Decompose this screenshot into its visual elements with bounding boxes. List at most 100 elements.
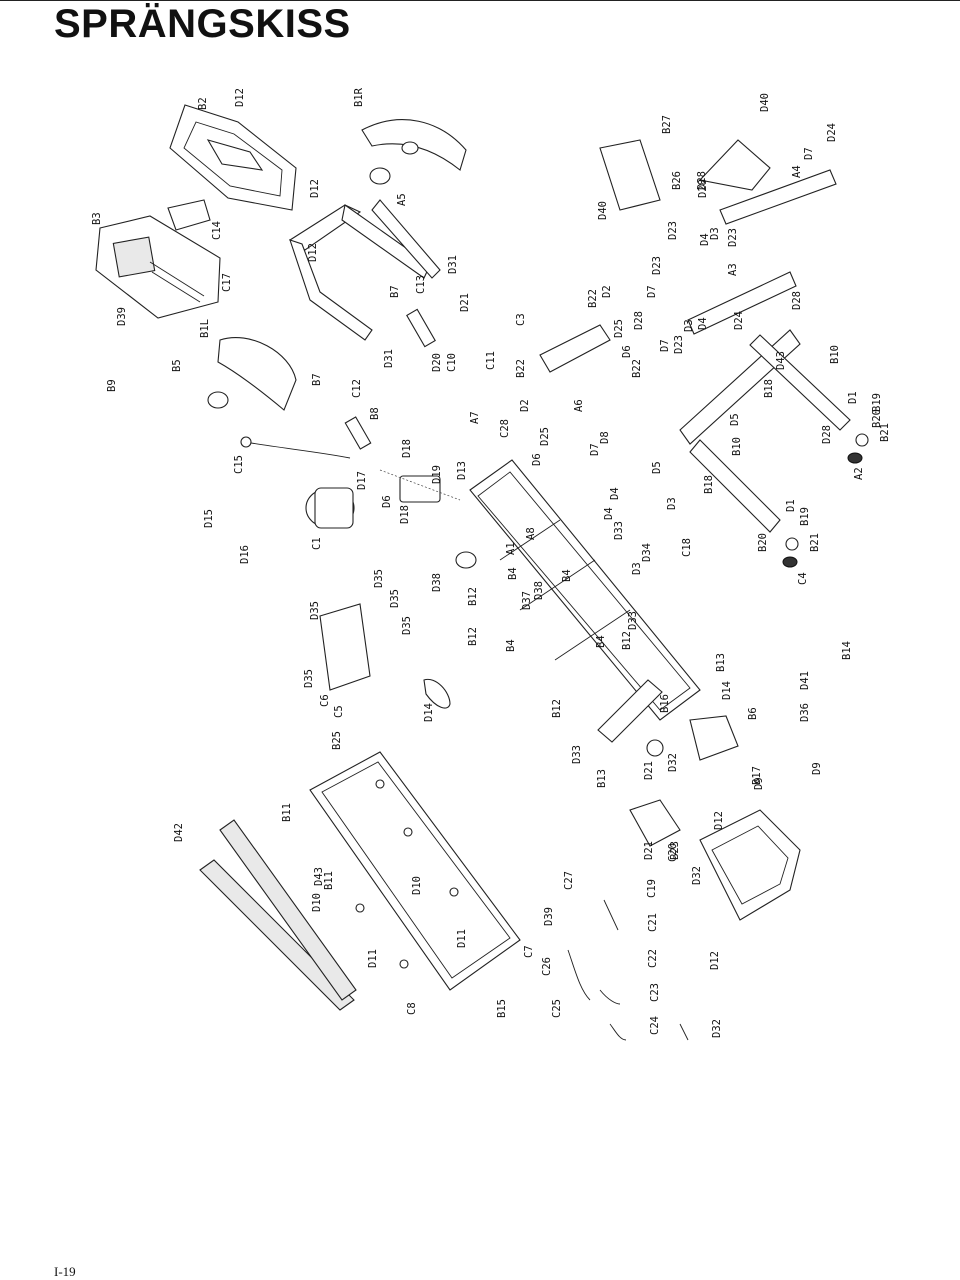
part-label: B5 xyxy=(171,359,183,372)
part-label: D23 xyxy=(651,256,663,275)
part-label: C4 xyxy=(797,572,809,585)
emergency-stop-part xyxy=(319,603,371,691)
part-label: B13 xyxy=(715,653,727,672)
part-label: C26 xyxy=(541,957,553,976)
part-label: D2 xyxy=(519,399,531,412)
part-label: D34 xyxy=(641,543,653,562)
part-label: D33 xyxy=(613,521,625,540)
part-label: D28 xyxy=(697,179,709,198)
part-label: D6 xyxy=(381,495,393,508)
part-label: B4 xyxy=(507,567,519,580)
part-label: C10 xyxy=(446,353,458,372)
part-label: A5 xyxy=(396,193,408,206)
part-label: D17 xyxy=(356,471,368,490)
console-frame-part xyxy=(169,104,297,211)
part-label: D32 xyxy=(711,1019,723,1038)
part-label: B4 xyxy=(595,635,607,648)
part-label: D12 xyxy=(713,811,725,830)
part-label: D33 xyxy=(571,745,583,764)
part-label: D18 xyxy=(401,439,413,458)
part-label: D23 xyxy=(727,228,739,247)
part-label: D7 xyxy=(589,443,601,456)
part-label: D10 xyxy=(311,893,323,912)
part-label: D10 xyxy=(411,876,423,895)
side-cover-right-part xyxy=(361,119,467,185)
part-label: C8 xyxy=(406,1002,418,1015)
part-label: C3 xyxy=(515,313,527,326)
part-label: A6 xyxy=(573,399,585,412)
part-label: D35 xyxy=(373,569,385,588)
part-label: D21 xyxy=(643,841,655,860)
part-label: D20 xyxy=(431,353,443,372)
part-label: B27 xyxy=(661,115,673,134)
part-label: C1 xyxy=(311,537,323,550)
part-label: D5 xyxy=(729,413,741,426)
part-label: D28 xyxy=(821,425,833,444)
end-cap-part xyxy=(629,715,739,847)
part-label: D9 xyxy=(753,777,765,790)
part-label: D31 xyxy=(383,349,395,368)
part-label: D35 xyxy=(309,601,321,620)
part-label: D4 xyxy=(697,317,709,330)
part-label: D3 xyxy=(709,227,721,240)
part-label: D3 xyxy=(683,319,695,332)
part-label: B12 xyxy=(467,587,479,606)
part-label: B8 xyxy=(369,407,381,420)
part-label: D25 xyxy=(613,319,625,338)
part-label: B21 xyxy=(879,423,891,442)
part-label: D31 xyxy=(447,255,459,274)
part-label: B25 xyxy=(331,731,343,750)
part-label: B22 xyxy=(587,289,599,308)
incline-tube-part xyxy=(539,324,664,757)
part-label: C25 xyxy=(551,999,563,1018)
part-label: D13 xyxy=(456,461,468,480)
part-label: D4 xyxy=(609,487,621,500)
part-label: D33 xyxy=(627,611,639,630)
part-label: B12 xyxy=(621,631,633,650)
part-label: C12 xyxy=(351,379,363,398)
part-label: D8 xyxy=(599,431,611,444)
motor-cover-part xyxy=(699,809,801,921)
part-label: D37 xyxy=(521,591,533,610)
part-label: D23 xyxy=(673,335,685,354)
cup-holder-part xyxy=(167,199,211,231)
part-label: D11 xyxy=(367,949,379,968)
part-label: B12 xyxy=(467,627,479,646)
part-label: C27 xyxy=(563,871,575,890)
part-label: D36 xyxy=(799,703,811,722)
part-label: B22 xyxy=(515,359,527,378)
part-label: D1 xyxy=(785,499,797,512)
part-label: C28 xyxy=(499,419,511,438)
part-label: B12 xyxy=(551,699,563,718)
part-label: B20 xyxy=(757,533,769,552)
part-label: D2 xyxy=(601,285,613,298)
part-label: D28 xyxy=(633,311,645,330)
part-label: D7 xyxy=(803,147,815,160)
part-label: D7 xyxy=(659,339,671,352)
part-label: D40 xyxy=(759,93,771,112)
part-label: D41 xyxy=(799,671,811,690)
part-label: B21 xyxy=(809,533,821,552)
side-rails-part xyxy=(199,819,357,1011)
part-label: A4 xyxy=(791,165,803,178)
part-label: C7 xyxy=(523,945,535,958)
handlebar-frame-part xyxy=(288,199,441,450)
part-label: D14 xyxy=(423,703,435,722)
part-label: B9 xyxy=(106,379,118,392)
part-label: D39 xyxy=(116,307,128,326)
part-label: C6 xyxy=(319,694,331,707)
part-label: D9 xyxy=(811,762,823,775)
part-label: D21 xyxy=(643,761,655,780)
part-label: B18 xyxy=(763,379,775,398)
part-label: D3 xyxy=(666,497,678,510)
part-label: D28 xyxy=(791,291,803,310)
part-label: A2 xyxy=(853,467,865,480)
main-frame-part xyxy=(455,459,701,721)
part-label: D4 xyxy=(699,233,711,246)
part-label: D1 xyxy=(847,391,859,404)
part-label: D12 xyxy=(709,951,721,970)
part-label: D42 xyxy=(173,823,185,842)
part-label: B2 xyxy=(197,97,209,110)
page-number: I-19 xyxy=(54,1264,76,1279)
